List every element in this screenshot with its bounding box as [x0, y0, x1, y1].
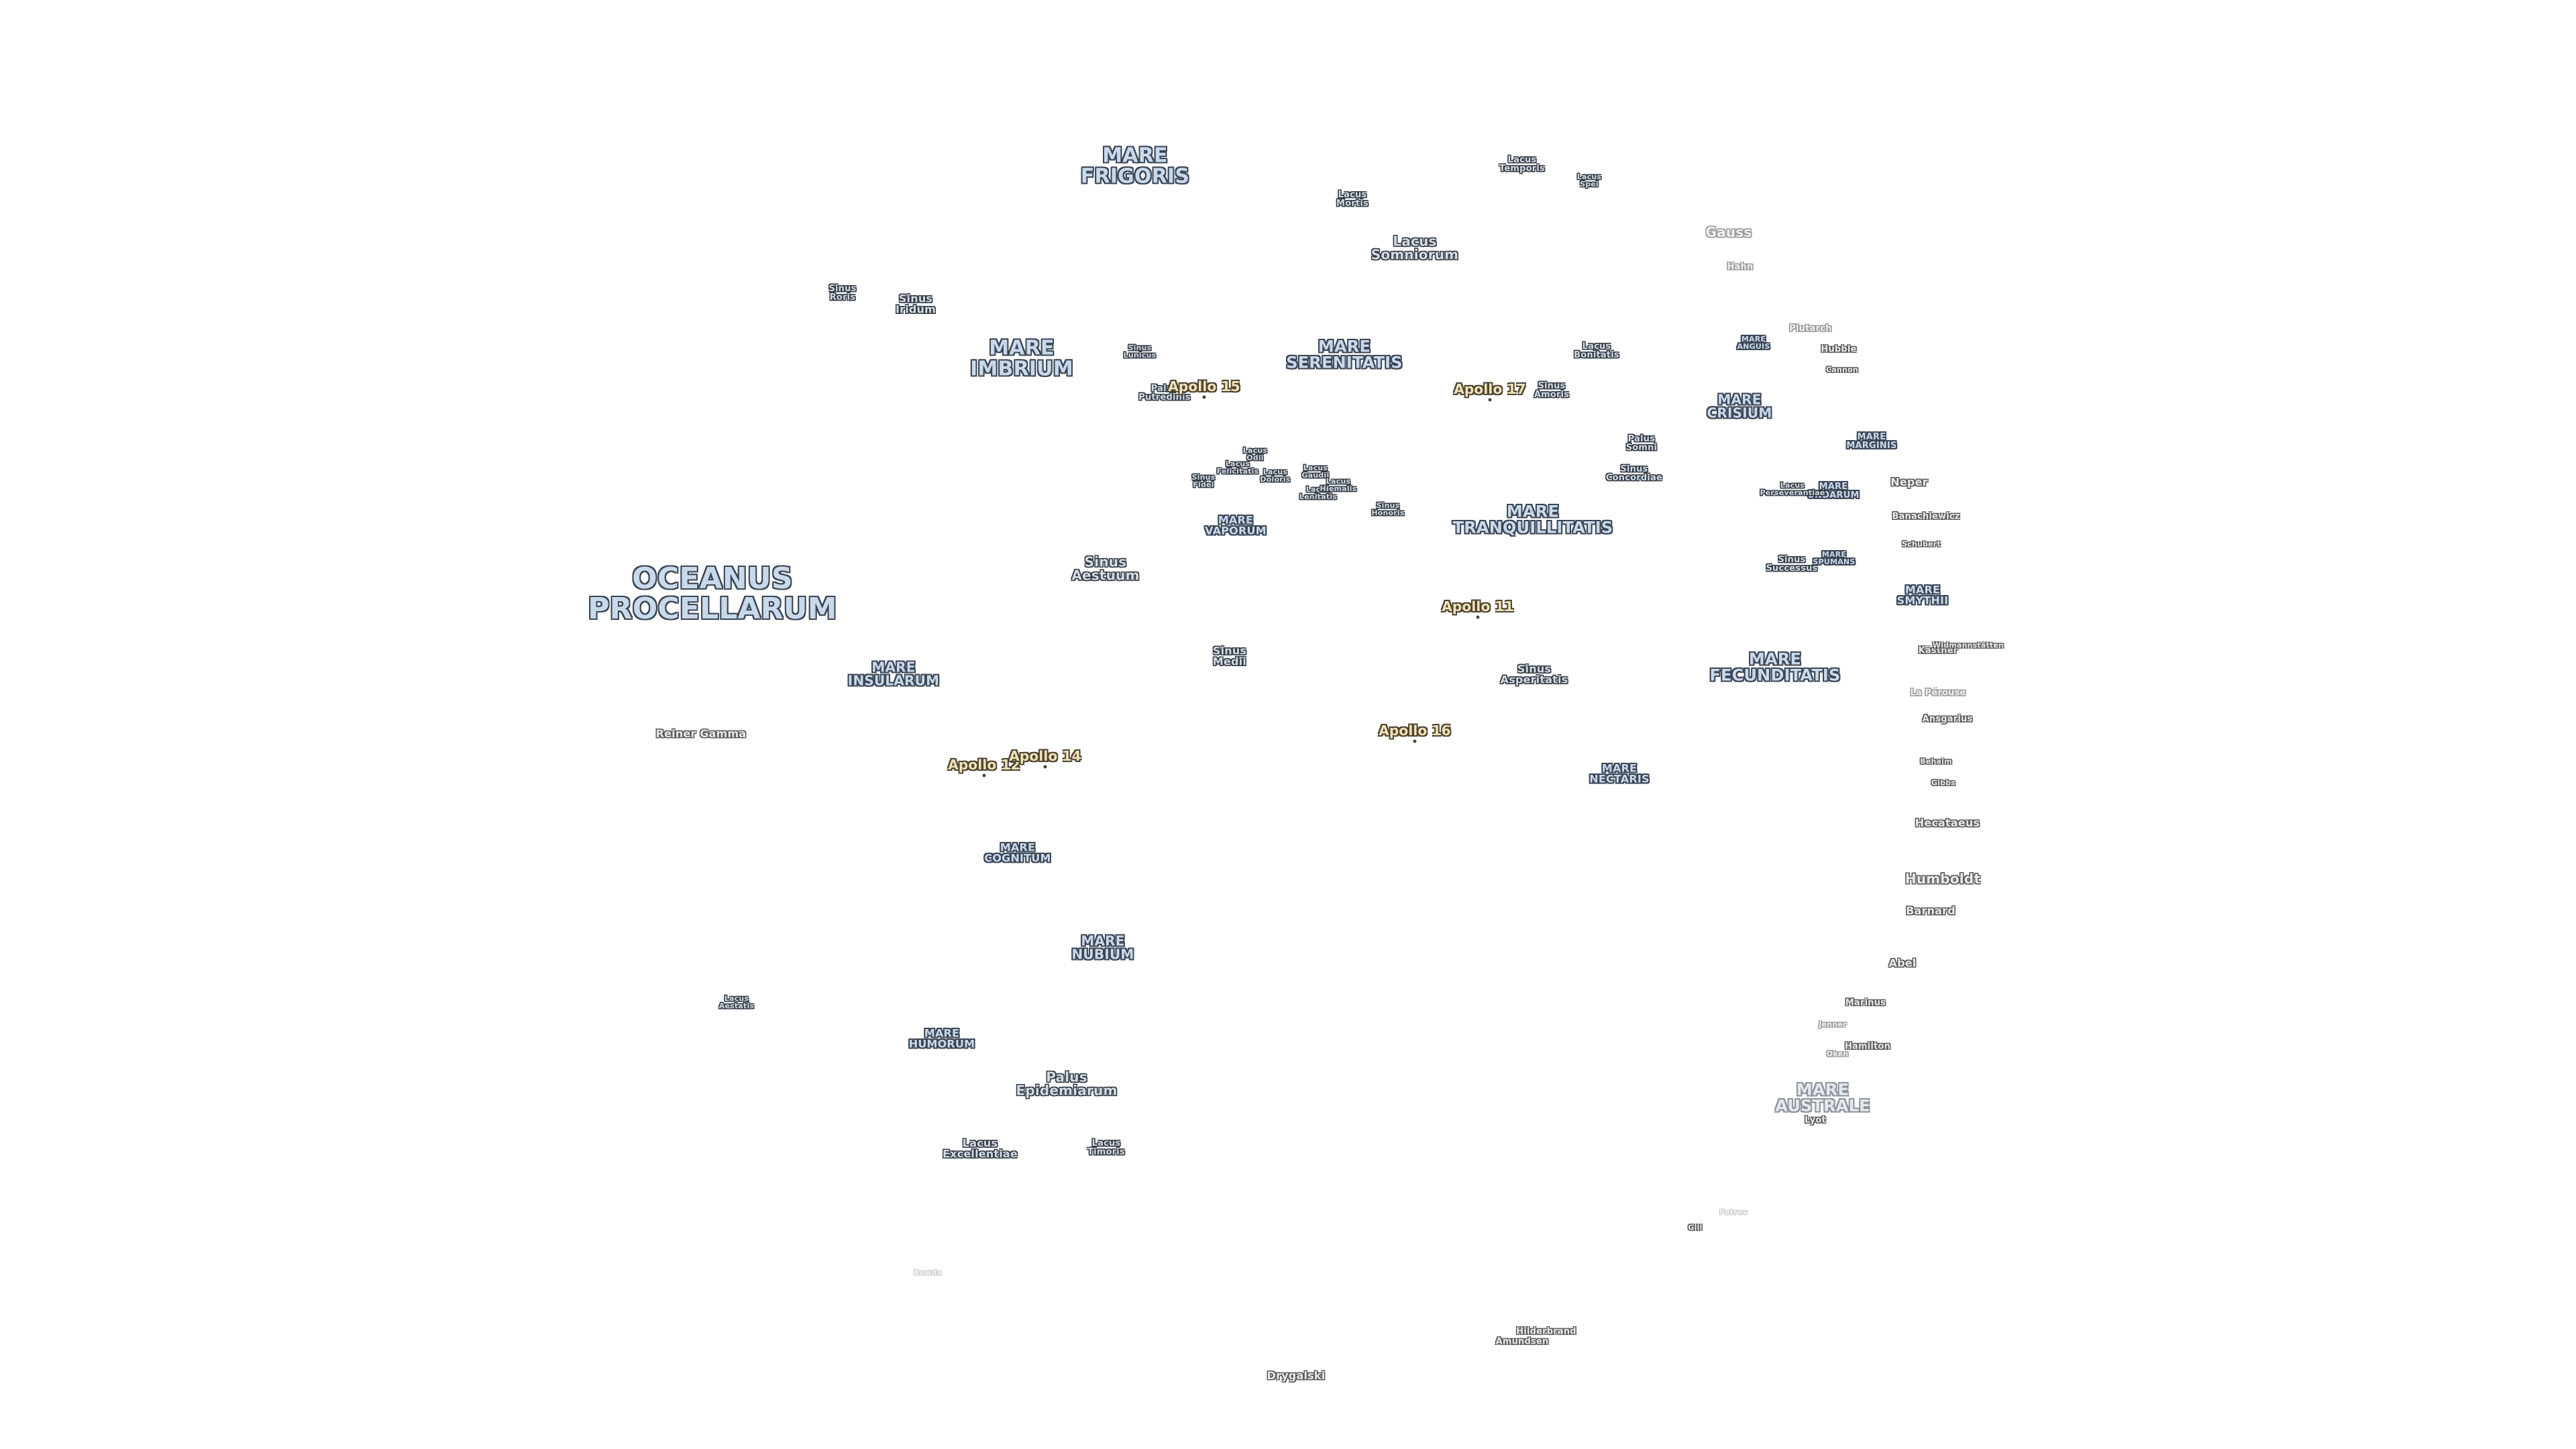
label-kastner: Kästner [1918, 645, 1958, 656]
label-plutarch: Plutarch [1789, 323, 1832, 334]
label-mare-fecunditatis: MARE FECUNDITATIS [1709, 649, 1841, 685]
label-mare-serenitatis: MARE SERENITATIS [1286, 337, 1403, 372]
apollo-14-marker [1043, 765, 1047, 769]
label-drygalski: Drygalski [1267, 1368, 1326, 1382]
label-mare-vaporum: MARE VAPORUM [1205, 513, 1267, 537]
label-apollo-14: Apollo 14 [1009, 747, 1081, 764]
label-mare-cognitum: MARE COGNITUM [984, 841, 1051, 865]
label-lacus-hiemalis: Lacus Hiemalis [1320, 476, 1357, 493]
label-jenner: Jenner [1819, 1020, 1847, 1029]
label-hahn: Hahn [1727, 262, 1754, 272]
label-cannon: Cannon [1826, 365, 1858, 374]
label-apollo-16: Apollo 16 [1379, 722, 1451, 739]
label-lacus-felicitatis: Lacus Felicitatis [1216, 459, 1259, 476]
label-banachiewicz: Banachiewicz [1892, 511, 1960, 522]
label-neper: Neper [1890, 475, 1928, 488]
label-sinus-medii: Sinus Medii [1212, 644, 1247, 668]
apollo-15-marker [1202, 395, 1206, 399]
label-lacus-odii: Lacus Odii [1242, 445, 1268, 462]
label-widmannstatten: Widmannstätten [1932, 641, 2004, 650]
label-hilderbrand: Hilderbrand [1516, 1326, 1576, 1337]
label-mare-frigoris: MARE FRIGORIS [1080, 144, 1190, 188]
label-palus-putredinis: Palus Putredinis [1138, 383, 1191, 402]
label-lacus-aestatis: Lacus Aestatis [718, 994, 755, 1010]
label-sinus-asperitatis: Sinus Asperitatis [1500, 662, 1568, 686]
label-schubert: Schubert [1902, 539, 1941, 549]
label-sinus-successus: Sinus Successus [1766, 554, 1818, 574]
label-abel: Abel [1888, 956, 1917, 969]
label-humboldt: Humboldt [1904, 870, 1981, 887]
label-lacus-doloris: Lacus Doloris [1260, 467, 1291, 484]
label-sinus-aestuum: Sinus Aestuum [1071, 553, 1140, 584]
label-sinus-fidei: Sinus Fidei [1191, 472, 1216, 489]
label-mare-crisium: MARE CRISIUM [1707, 391, 1772, 421]
label-apollo-15: Apollo 15 [1168, 378, 1240, 394]
label-lacus-temporis: Lacus Temporis [1499, 154, 1545, 174]
apollo-12-marker [982, 773, 986, 777]
label-mare-smythii: MARE SMYTHII [1896, 583, 1949, 607]
label-mare-imbrium: MARE IMBRIUM [970, 336, 1073, 380]
label-barnard: Barnard [1906, 904, 1955, 917]
label-oken: Oken [1826, 1049, 1849, 1059]
label-mare-nectaris: MARE NECTARIS [1589, 761, 1650, 786]
label-reiner-gamma: Reiner Gamma [655, 727, 747, 740]
label-mare-spumans: MARE SPUMANS [1813, 549, 1856, 566]
label-gill: Gill [1688, 1223, 1703, 1232]
label-sinus-roris: Sinus Roris [828, 283, 857, 303]
label-hamilton: Hamilton [1844, 1041, 1891, 1052]
label-petrov: Petrov [1719, 1208, 1748, 1217]
label-gauss: Gauss [1705, 223, 1752, 240]
label-sinus-lunicus: Sinus Lunicus [1123, 343, 1157, 360]
label-mare-australe: MARE AUSTRALE [1775, 1080, 1870, 1116]
label-sinus-concordiae: Sinus Concordiae [1605, 464, 1663, 483]
label-mare-humorum: MARE HUMORUM [908, 1026, 975, 1051]
label-lacus-timoris: Lacus Timoris [1087, 1138, 1125, 1157]
label-sinus-amoris: Sinus Amoris [1534, 380, 1570, 400]
label-lyot: Lyot [1805, 1115, 1826, 1126]
label-amundsen: Amundsen [1495, 1336, 1549, 1347]
label-behaim: Behaim [1920, 757, 1952, 766]
label-marinus: Marinus [1845, 998, 1886, 1008]
label-palus-epidemiarum: Palus Epidemiarum [1016, 1069, 1118, 1099]
label-lacus-somniorum: Lacus Somniorum [1371, 233, 1459, 263]
label-oceanus-procellarum: OCEANUS PROCELLARUM [588, 561, 837, 626]
apollo-17-marker [1488, 398, 1492, 402]
label-la-perouse: La Pérouse [1910, 688, 1966, 698]
label-hecataeus: Hecataeus [1915, 816, 1980, 829]
label-lacus-gaudii: Lacus Gaudii [1301, 463, 1330, 480]
label-apollo-17: Apollo 17 [1454, 380, 1526, 397]
label-mare-anguis: MARE ANGUIS [1737, 334, 1770, 351]
label-apollo-12: Apollo 12 [948, 756, 1020, 773]
label-gibbs: Gibbs [1931, 778, 1956, 788]
label-lacus-spei: Lacus Spei [1576, 172, 1602, 189]
label-hubble: Hubble [1821, 344, 1857, 355]
label-lacus-excellentiae: Lacus Excellentiae [943, 1136, 1018, 1161]
label-mare-undarum: MARE UNDARUM [1807, 481, 1860, 500]
label-apollo-11: Apollo 11 [1442, 598, 1514, 614]
label-lacus-mortis: Lacus Mortis [1336, 189, 1368, 209]
label-mare-insularum: MARE INSULARUM [847, 659, 940, 689]
label-bawda: Bawda [913, 1268, 943, 1277]
label-lacus-perseverantiae: Lacus Perseverantiae [1760, 480, 1825, 497]
label-lacus-lenitatis: Lacus Lenitatis [1299, 484, 1338, 501]
label-mare-nubium: MARE NUBIUM [1071, 932, 1134, 963]
label-mare-marginis: MARE MARGINIS [1846, 431, 1897, 451]
label-lacus-bonitatis: Lacus Bonitatis [1574, 341, 1619, 360]
label-sinus-honoris: Sinus Honoris [1371, 500, 1405, 517]
apollo-11-marker [1476, 615, 1480, 619]
label-sinus-iridum: Sinus Iridum [895, 292, 936, 316]
label-palus-somni: Palus Somni [1625, 433, 1658, 453]
label-mare-tranquillitatis: MARE TRANQUILLITATIS [1452, 502, 1613, 537]
apollo-16-marker [1413, 739, 1417, 743]
label-ansgarius: Ansgarius [1922, 714, 1973, 724]
